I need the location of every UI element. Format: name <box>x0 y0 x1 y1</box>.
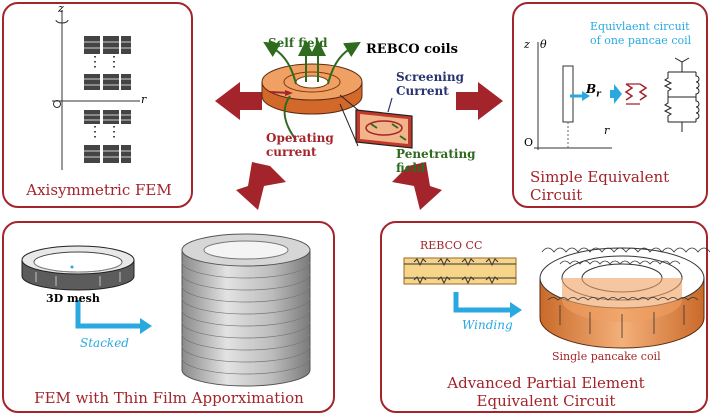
caption-peec: Advanced Partial Element Equivalent Circ… <box>390 374 702 410</box>
thinfilm-figure <box>21 233 311 387</box>
theta-label: θ <box>540 38 547 51</box>
arrow-down-right-icon <box>392 162 442 210</box>
caption-peec-line1: Advanced Partial Element <box>447 374 645 392</box>
label-penetrating-line2: field <box>396 161 426 175</box>
vertical-dots: ⋮ <box>107 54 121 70</box>
label-rebco-cc: REBCO CC <box>420 239 483 252</box>
rebco-coil-figure <box>261 40 413 149</box>
arrow-left-icon <box>215 82 262 120</box>
peec-figure <box>403 247 710 349</box>
label-operating-line1: Operating <box>266 131 334 145</box>
caption-thin-film-fem: FEM with Thin Film Apporximation <box>34 389 304 407</box>
circuit-note-line1: Equivlaent circuit <box>590 20 690 33</box>
title-rebco-coils: REBCO coils <box>366 42 458 57</box>
br-label: Br <box>586 82 601 99</box>
label-operating-current: Operating current <box>266 131 334 159</box>
circuit-note-line2: of one pancae coil <box>590 34 692 47</box>
label-stacked: Stacked <box>80 336 129 350</box>
label-single-pancake: Single pancake coil <box>552 350 661 363</box>
caption-axisymmetric-fem: Axisymmetric FEM <box>26 181 172 199</box>
label-screening-line1: Screening <box>396 70 464 84</box>
caption-simple-line1: Simple Equivalent <box>530 168 670 186</box>
label-screening-current: Screening Current <box>396 70 464 98</box>
simple-circuit-figure <box>534 42 700 150</box>
arrow-right-icon <box>456 82 503 120</box>
caption-simple-line2: Circuit <box>530 186 583 204</box>
label-operating-line2: current <box>266 145 317 159</box>
vertical-dots: ⋮ <box>88 54 102 70</box>
label-winding: Winding <box>462 318 513 332</box>
br-main: B <box>586 82 597 96</box>
axis-r-label: r <box>604 124 610 137</box>
axisymmetric-figure <box>52 10 140 170</box>
origin-label: O <box>524 136 534 149</box>
label-penetrating-field: Penetrating field <box>396 147 476 175</box>
label-3d-mesh: 3D mesh <box>46 292 100 305</box>
label-penetrating-line1: Penetrating <box>396 147 476 161</box>
axis-z-label: z <box>58 2 64 15</box>
axis-r-label: r <box>141 93 147 106</box>
vertical-dots: ⋮ <box>88 124 102 140</box>
label-self-field: Self field <box>268 36 328 50</box>
caption-peec-line2: Equivalent Circuit <box>476 392 616 410</box>
br-subscript: r <box>596 89 601 100</box>
label-screening-line2: Current <box>396 84 449 98</box>
panel-simple-equivalent-circuit <box>512 2 708 208</box>
arrow-down-left-icon <box>236 162 286 210</box>
caption-simple-circuit: Simple Equivalent Circuit <box>530 168 669 204</box>
circuit-note: Equivlaent circuit of one pancae coil <box>590 20 691 48</box>
vertical-dots: ⋮ <box>107 124 121 140</box>
axis-z-label: z <box>524 38 530 51</box>
